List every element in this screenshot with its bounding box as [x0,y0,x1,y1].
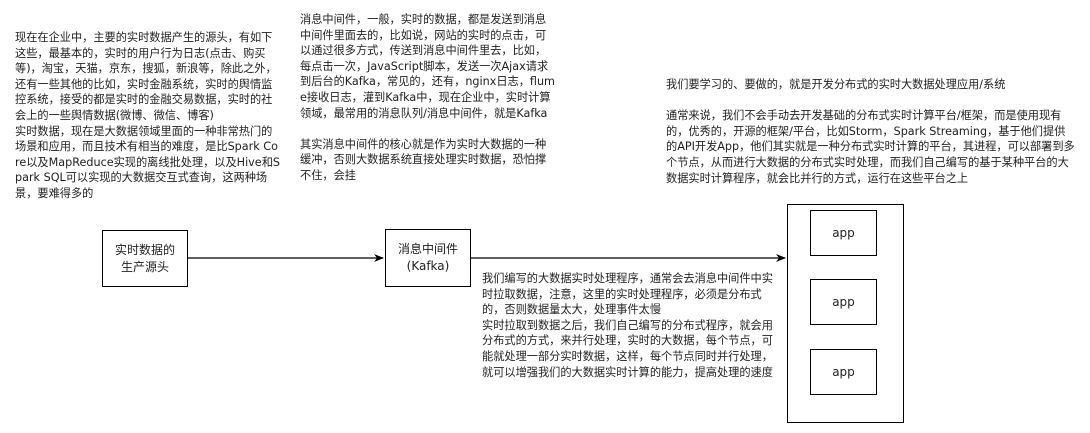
app-node-box: app [810,279,877,325]
goal-description-note: 我们要学习的、要做的，就是开发分布式的实时大数据处理应用/系统 通常来说，我们不… [666,78,1075,185]
app-node-box: app [810,210,877,256]
app-processing-description-note: 我们编写的大数据实时处理程序，通常会去消息中间件中实时拉取数据，注意，这里的实时… [482,272,773,379]
app-node-box: app [810,349,877,395]
message-queue-description-note: 消息中间件，一般，实时的数据，都是发送到消息中间件里面去的，比如说，网站的实时的… [300,13,555,182]
source-description-note: 现在在企业中，主要的实时数据产生的源头，有如下这些，最基本的，实时的用户行为日志… [15,31,280,200]
message-queue-box: 消息中间件 (Kafka) [385,229,471,287]
data-source-box: 实时数据的 生产源头 [102,230,188,287]
